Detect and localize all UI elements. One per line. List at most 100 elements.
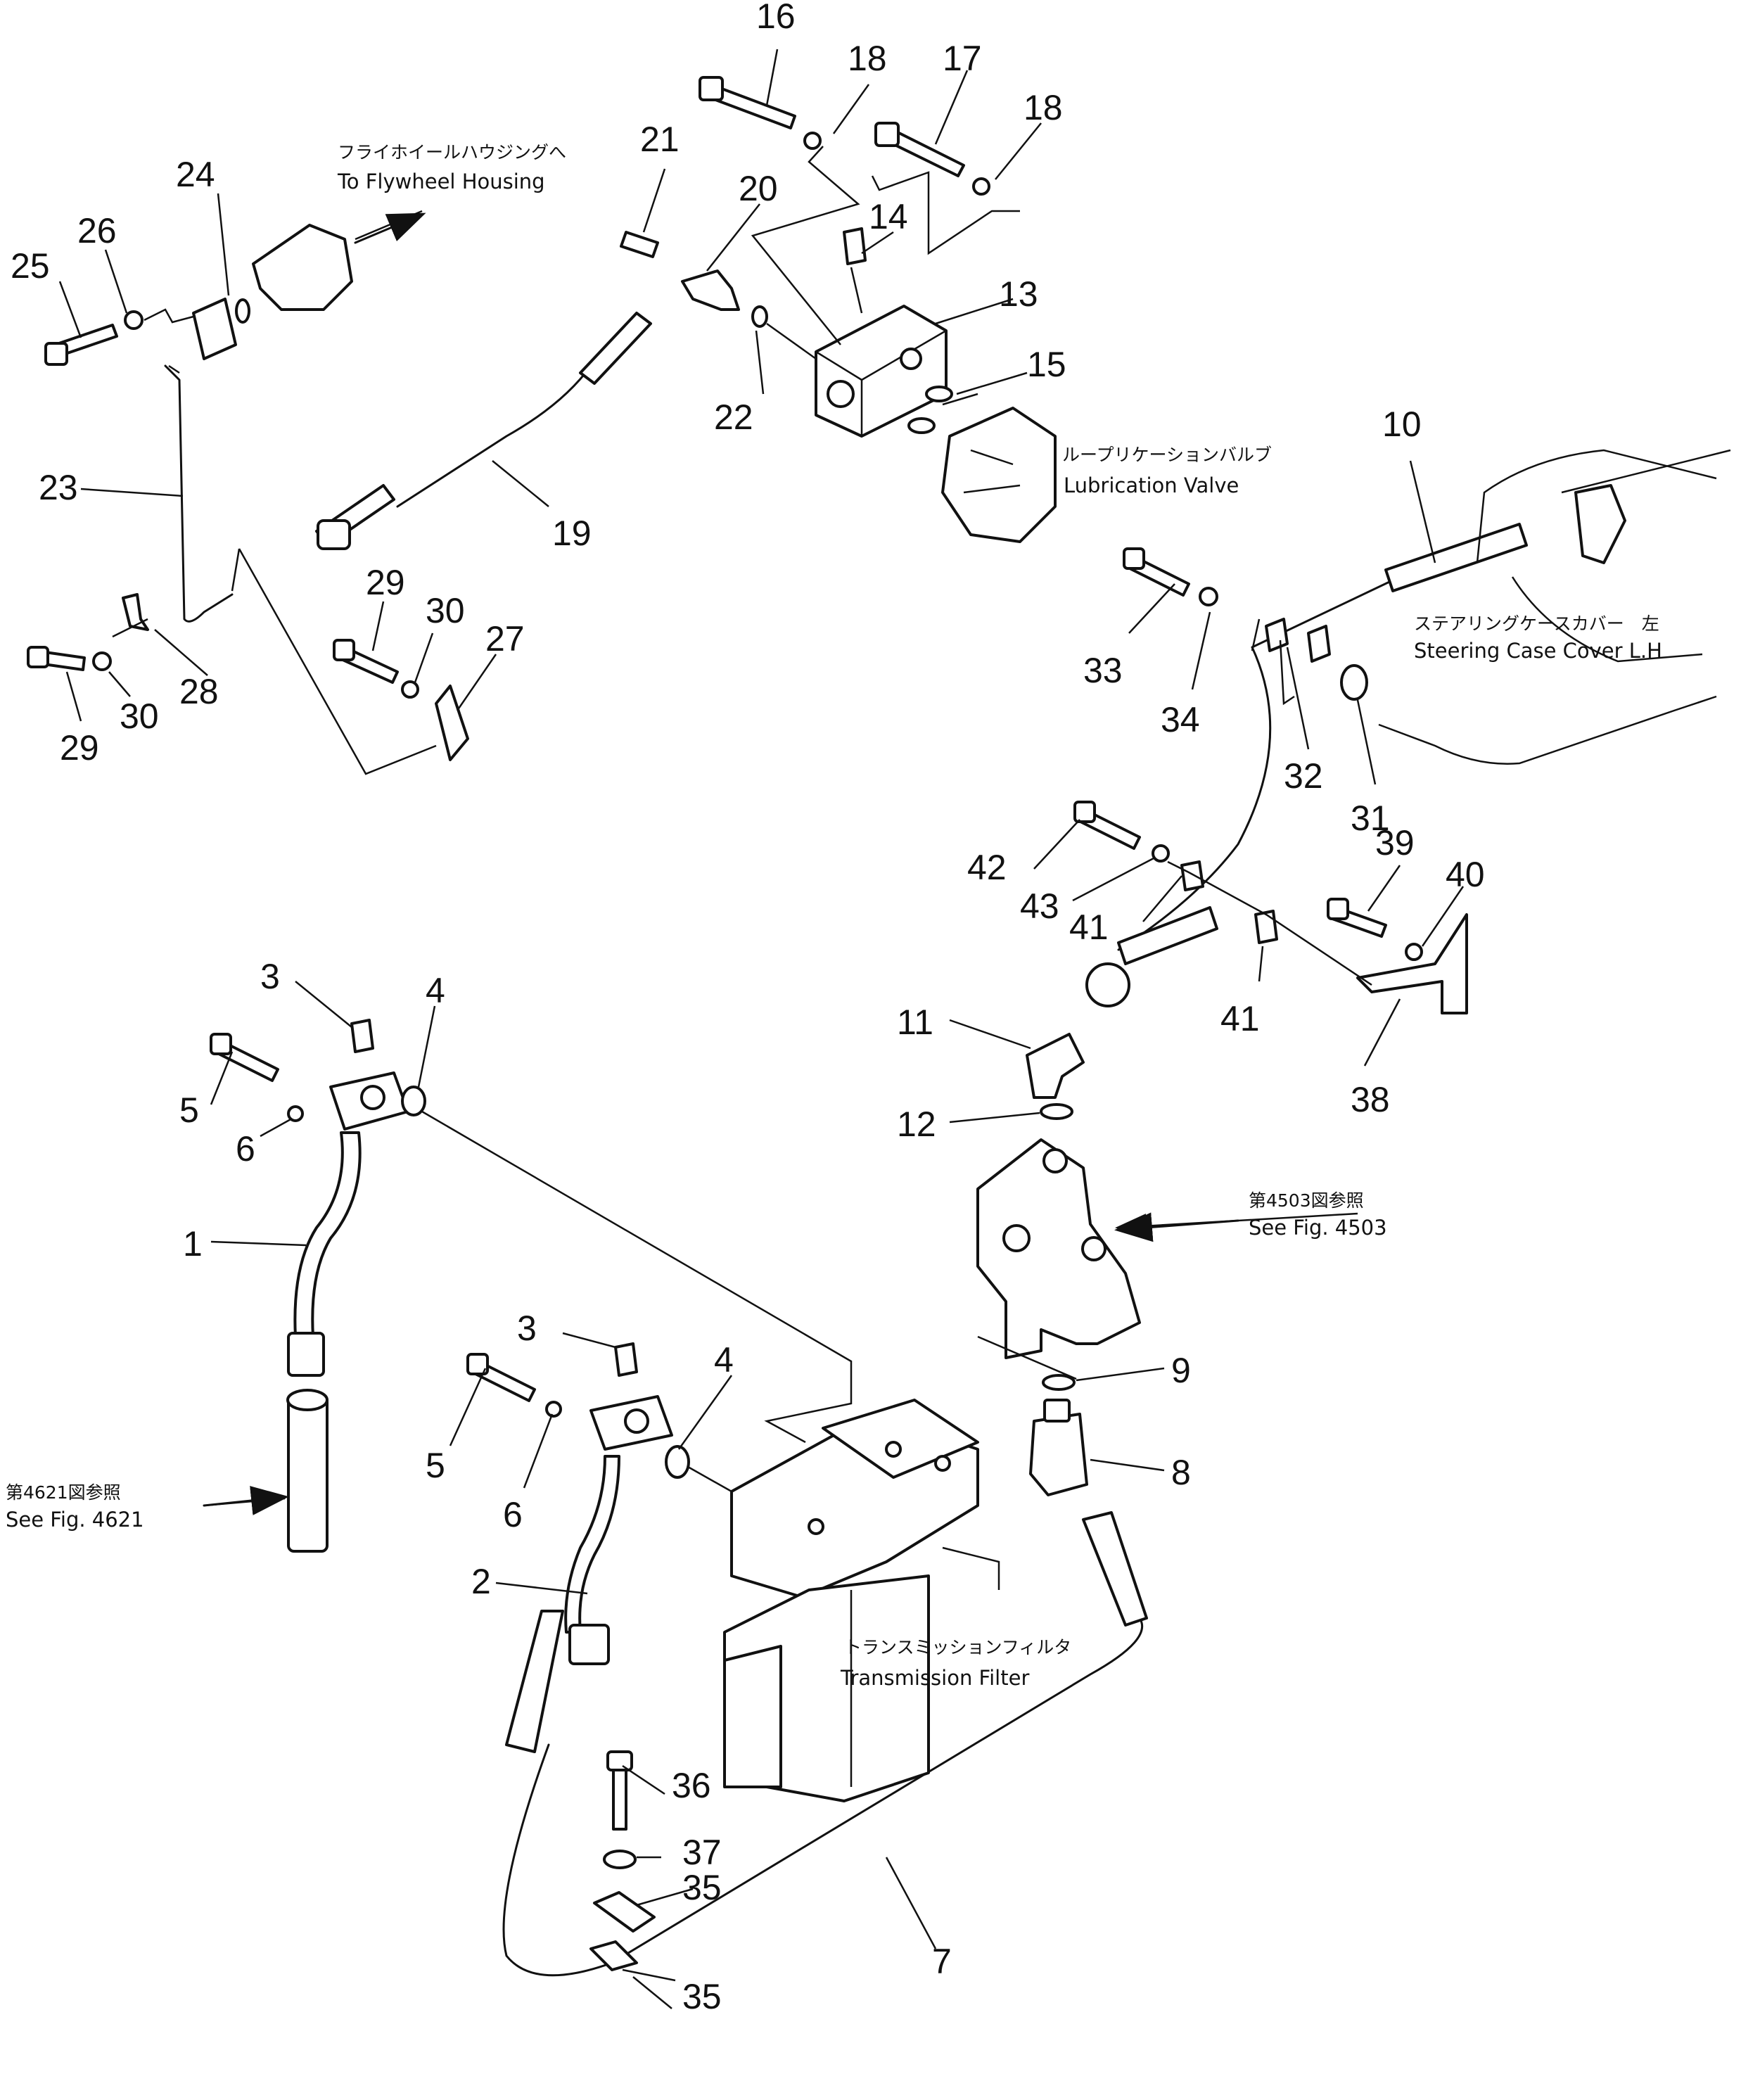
part-number-33: 33 [1083,651,1123,690]
bolt-16-head [699,76,724,101]
oring-4-lower [665,1445,690,1479]
part-number-41-upper: 41 [1069,908,1109,947]
flange-pipe-2-hole [624,1408,649,1434]
part-number-27: 27 [485,619,525,658]
part-number-28: 28 [179,672,219,711]
bolt-17-head [874,122,900,147]
bolt-36 [612,1764,627,1831]
hose-19-nut [317,519,351,550]
pipe-1-nut [287,1332,325,1377]
part-number-17: 17 [943,39,982,78]
caption-flywheel-en: To Flywheel Housing [337,170,545,193]
caption-filter-en: Transmission Filter [840,1666,1029,1690]
plug-3-upper [350,1019,374,1053]
part-number-19: 19 [552,514,592,553]
hose-23 [164,364,234,623]
part-number-20: 20 [739,169,778,208]
flywheel-housing-adapter [252,224,353,311]
bolt-25-head [44,342,68,366]
part-number-36: 36 [672,1766,711,1805]
fitting-8 [1029,1413,1088,1496]
clamp-32 [1265,618,1289,652]
hose-19-fitting-upper [579,312,652,385]
part-number-37: 37 [682,1833,722,1872]
oring-4-upper [401,1086,426,1116]
pipe-1-hose-end [286,1389,329,1411]
pipe-1 [293,1131,362,1338]
bracket-38 [1356,913,1468,1014]
valve-block-13 [815,305,948,438]
washer-30-left [92,651,112,671]
caption-lube-en: Lubrication Valve [1064,473,1239,497]
clamp-28 [122,593,149,631]
part-number-10: 10 [1382,405,1422,444]
washer-18-left [803,132,822,150]
part-number-3-lower: 3 [517,1309,537,1348]
hose-10-fitting-upper [1384,523,1528,592]
part-number-13: 13 [999,274,1038,314]
steering-cover-elbow [1574,484,1626,564]
part-number-18-right: 18 [1023,88,1063,127]
part-number-26: 26 [77,211,117,250]
bolt-36-head [606,1750,633,1771]
hose-10-fitting-lower [1117,906,1218,965]
caption-lube-jp: ループリケーションバルブ [1062,445,1272,465]
bolt-42-head [1073,801,1096,823]
clamp-32-b [1307,625,1331,663]
part-number-5-lower: 5 [426,1446,445,1485]
bolt-5-upper-head [210,1033,232,1055]
hose-10 [1117,575,1401,951]
clamp-27 [435,685,469,761]
part-number-22: 22 [714,397,753,437]
part-number-15: 15 [1027,345,1066,384]
transmission-filter [723,1399,1000,1802]
elbow-20 [681,269,740,311]
hose-7-fitting-right [1082,1511,1148,1627]
part-number-6-upper: 6 [236,1129,255,1169]
bolt-39-head [1327,898,1349,920]
plug-3-lower [614,1342,638,1377]
washer-18-right [972,177,990,196]
fitting-8-top [1043,1399,1071,1423]
pipe-1-hose-4621 [287,1395,329,1553]
elbow-11 [1026,1033,1085,1099]
washer-30-right [401,680,419,699]
hose-7 [502,1617,1144,1977]
bolt-5-lower-head [466,1353,489,1375]
part-number-29-right: 29 [366,563,405,602]
clamp-41-lower [1254,910,1278,944]
part-number-4-upper: 4 [426,971,445,1010]
caption-steering-en: Steering Case Cover L.H [1414,639,1662,663]
fitting-21 [620,231,659,258]
washer-34 [1199,587,1218,606]
part-number-18-left: 18 [848,39,887,78]
bolt-29-left-head [27,646,49,668]
part-number-7: 7 [932,1942,952,1981]
steering-case-cover [1378,449,1731,765]
flange-pipe-1-hole [360,1085,385,1110]
part-number-8: 8 [1171,1453,1191,1492]
part-number-6-lower: 6 [503,1495,523,1534]
part-number-31: 31 [1351,798,1390,838]
part-number-41-lower: 41 [1220,999,1260,1038]
part-number-2: 2 [471,1562,491,1601]
part-number-35-lower: 35 [682,1977,722,2016]
washer-37 [603,1850,637,1869]
part-number-11: 11 [897,1003,933,1042]
part-number-42: 42 [967,848,1007,887]
part-number-16: 16 [756,0,796,36]
caption-steering-jp: ステアリングケースカバー 左 [1414,613,1659,634]
washer-6-upper [287,1105,304,1122]
arrow-flywheel [354,212,426,244]
assembly-guide-lines [112,146,1372,1493]
washer-40 [1405,943,1423,961]
part-number-25: 25 [11,246,50,286]
part-number-30-left: 30 [120,696,159,736]
part-number-3-upper: 3 [260,957,280,996]
part-number-4-lower: 4 [714,1340,734,1380]
part-number-38: 38 [1351,1080,1390,1119]
part-number-39: 39 [1375,823,1415,863]
caption-fig4621-jp: 第4621図参照 [6,1482,121,1503]
arrow-fig-4621 [203,1486,289,1515]
